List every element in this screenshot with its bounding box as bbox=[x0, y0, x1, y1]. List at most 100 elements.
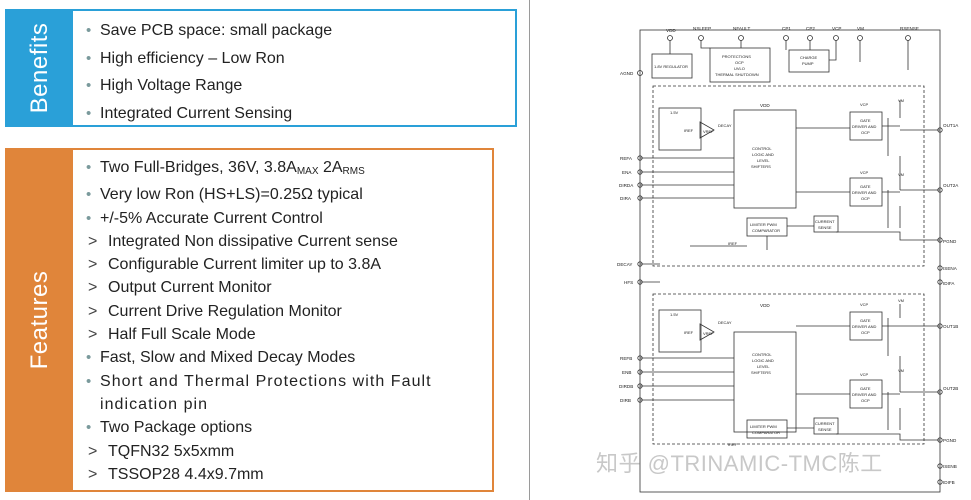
gate-label: GATE bbox=[860, 184, 871, 189]
pin-vm bbox=[857, 35, 863, 41]
protections-label: UVLO bbox=[734, 66, 745, 71]
mid-right-label: IDIFA bbox=[943, 281, 955, 286]
feature-subitem: TQFN32 5x5xmm bbox=[80, 440, 490, 464]
vcp-label: VCP bbox=[860, 302, 869, 307]
gate-label: OCP bbox=[861, 130, 870, 135]
top-pin-label: VCP bbox=[832, 26, 841, 31]
vref-block-b bbox=[658, 309, 702, 353]
charge-pump-block bbox=[788, 49, 830, 73]
vm-label: VM bbox=[898, 98, 904, 103]
features-list: Two Full-Bridges, 36V, 3.8AMAX 2ARMS Ver… bbox=[80, 156, 490, 486]
charge-pump-label: PUMP bbox=[802, 61, 814, 66]
limiter-label: LIMITER PWM bbox=[750, 424, 777, 429]
mid-left-label: DECAY bbox=[617, 262, 633, 267]
benefit-item: High Voltage Range bbox=[80, 72, 332, 100]
pin-cp2 bbox=[807, 35, 813, 41]
feature-item-text: 2A bbox=[318, 159, 343, 176]
benefit-item: Save PCB space: small package bbox=[80, 17, 332, 45]
channel-a-region bbox=[652, 85, 925, 267]
pin-nfault bbox=[738, 35, 744, 41]
protections-label: OCP bbox=[735, 60, 744, 65]
gate-label: DRIVER AND bbox=[852, 124, 877, 129]
input-label: DIRDB bbox=[619, 384, 633, 389]
mid-left-label: HFS bbox=[624, 280, 633, 285]
bottom-right-label: ISENB bbox=[943, 464, 957, 469]
decay-label: DECAY bbox=[718, 123, 732, 128]
ivref-label: 1.5V bbox=[670, 312, 679, 317]
control-label: LEVEL bbox=[757, 364, 770, 369]
agnd-label: AGND bbox=[620, 71, 634, 76]
control-logic-b bbox=[733, 331, 797, 433]
pin-rsense bbox=[905, 35, 911, 41]
top-pin-label: NSLEEP bbox=[693, 26, 711, 31]
benefit-item: Integrated Current Sensing bbox=[80, 100, 332, 128]
feature-subitem: Configurable Current limiter up to 3.8A bbox=[80, 253, 490, 277]
feature-item: +/-5% Accurate Current Control bbox=[80, 207, 490, 231]
chip-outline bbox=[639, 29, 941, 493]
output-label: OUT2B bbox=[943, 386, 958, 391]
gate-label: GATE bbox=[860, 386, 871, 391]
output-label: OUT1A bbox=[943, 123, 959, 128]
feature-subitem: Output Current Monitor bbox=[80, 276, 490, 300]
input-label: DIRDA bbox=[619, 183, 634, 188]
vref-label: VREF bbox=[703, 331, 714, 336]
gate-label: DRIVER AND bbox=[852, 392, 877, 397]
gate-label: OCP bbox=[861, 398, 870, 403]
control-label: SHIFTERS bbox=[751, 370, 771, 375]
pin-nsleep bbox=[698, 35, 704, 41]
vref-label: VREF bbox=[703, 129, 714, 134]
feature-subitem: TSSOP28 4.4x9.7mm bbox=[80, 463, 490, 487]
benefits-side-label: Benefits bbox=[7, 11, 73, 125]
decay-label: DECAY bbox=[718, 320, 732, 325]
control-label: SHIFTERS bbox=[751, 164, 771, 169]
protections-label: THERMAL SHUTDOWN bbox=[715, 72, 759, 77]
output-label: OUT1B bbox=[943, 324, 958, 329]
control-label: CONTROL bbox=[752, 352, 772, 357]
limiter-label: COMPARATOR bbox=[752, 430, 780, 435]
gate-label: DRIVER AND bbox=[852, 190, 877, 195]
vm-label: VM bbox=[898, 172, 904, 177]
input-label: ENA bbox=[622, 170, 632, 175]
bottom-right-label: IDIFB bbox=[943, 480, 955, 485]
feature-item: Two Package options bbox=[80, 416, 490, 440]
gate-label: GATE bbox=[860, 118, 871, 123]
feature-item: Two Full-Bridges, 36V, 3.8AMAX 2ARMS bbox=[80, 156, 490, 183]
current-sense-b bbox=[813, 417, 839, 435]
feature-subitem: Current Drive Regulation Monitor bbox=[80, 300, 490, 324]
vdd-label: VDD bbox=[760, 103, 770, 108]
benefit-item: High efficiency – Low Ron bbox=[80, 45, 332, 73]
sense-label: CURRENT bbox=[815, 421, 835, 426]
feature-item: Very low Ron (HS+LS)=0.25Ω typical bbox=[80, 183, 490, 207]
features-panel: Features Two Full-Bridges, 36V, 3.8AMAX … bbox=[5, 148, 494, 492]
vertical-divider bbox=[529, 0, 530, 500]
ivref-label: 1.5V bbox=[670, 110, 679, 115]
input-label: REFA bbox=[620, 156, 633, 161]
input-label: DIRA bbox=[620, 196, 632, 201]
pin-vdd bbox=[667, 35, 673, 41]
feature-subitem: Half Full Scale Mode bbox=[80, 323, 490, 347]
feature-item-text: Two Full-Bridges, 36V, 3.8A bbox=[100, 159, 297, 176]
top-pin-label: VM bbox=[857, 26, 864, 31]
iref-label: IREF bbox=[728, 442, 738, 447]
limiter-a bbox=[746, 217, 788, 237]
top-pin-label: CP2 bbox=[806, 26, 815, 31]
benefits-panel: Benefits Save PCB space: small package H… bbox=[5, 9, 517, 127]
control-logic-a bbox=[733, 109, 797, 209]
gate-label: OCP bbox=[861, 330, 870, 335]
input-label: REFB bbox=[620, 356, 632, 361]
feature-item: Short and Thermal Protections with Fault… bbox=[80, 370, 490, 417]
pin-cp1 bbox=[783, 35, 789, 41]
regulator-block bbox=[651, 53, 693, 79]
vref-block-a bbox=[658, 107, 702, 151]
top-pin-label: RSENSE bbox=[900, 26, 919, 31]
limiter-label: LIMITER PWM bbox=[750, 222, 777, 227]
gate-label: DRIVER AND bbox=[852, 324, 877, 329]
control-label: LOGIC AND bbox=[752, 152, 774, 157]
gate-label: GATE bbox=[860, 318, 871, 323]
limiter-b bbox=[746, 419, 788, 439]
control-label: LOGIC AND bbox=[752, 358, 774, 363]
sense-label: SENSE bbox=[818, 225, 832, 230]
vm-label: VM bbox=[898, 368, 904, 373]
current-sense-a bbox=[813, 215, 839, 233]
